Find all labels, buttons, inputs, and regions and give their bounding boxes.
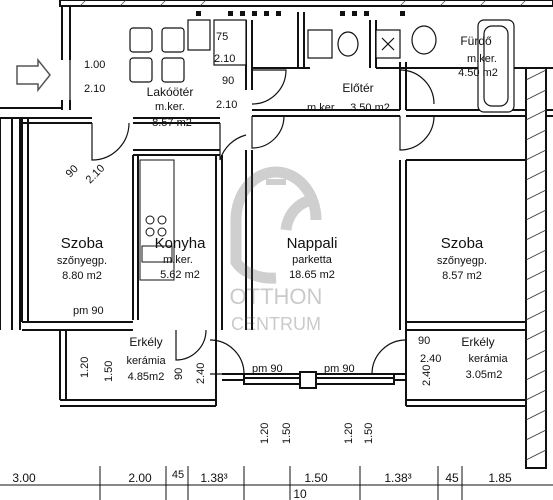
- room-area: 5.62 m2: [160, 269, 200, 281]
- door-mark: 2.10: [84, 162, 108, 186]
- door-mark: 75: [216, 31, 228, 43]
- room-konyha: Konyha m.ker. 5.62 m2: [155, 235, 207, 281]
- room-nappali: Nappali parketta 18.65 m2: [287, 235, 338, 281]
- room-name: Konyha: [155, 235, 207, 252]
- room-eloter: Előtér m.ker. 3.50 m2: [307, 81, 390, 114]
- room-lakoter: Lakóötér m.ker. 8.57 m2: [147, 85, 194, 129]
- window-mark: 1.20: [79, 357, 91, 378]
- room-name: Nappali: [287, 235, 338, 252]
- room-floor: m.ker.: [467, 53, 497, 65]
- door-mark: 2.10: [214, 53, 235, 65]
- door-swings: [69, 60, 435, 375]
- window-mark: pm 90: [324, 363, 355, 375]
- window-mark: pm 90: [252, 363, 283, 375]
- window-mark: pm 90: [73, 305, 104, 317]
- kitchen-fixtures: [129, 19, 247, 83]
- window-mark: 1.50: [103, 361, 115, 382]
- room-furdo: Fürdő m.ker. 4.50 m2: [458, 34, 498, 79]
- dimension: 1.85: [488, 471, 512, 485]
- window-mark: 2.40: [420, 353, 441, 365]
- watermark-line2: CENTRUM: [231, 314, 321, 334]
- watermark-line1: OTTHON: [230, 284, 323, 309]
- kitchen-counter: [139, 159, 175, 281]
- room-floor: kerámia: [468, 353, 508, 365]
- window-mark: 1.50: [363, 423, 375, 444]
- walls: [0, 0, 553, 469]
- dimension: 3.00: [12, 471, 36, 485]
- room-floor: szőnyegp.: [57, 255, 107, 267]
- room-floor: szőnyegp.: [437, 255, 487, 267]
- room-area: 8.80 m2: [62, 270, 102, 282]
- wall-hatch: [525, 69, 547, 461]
- door-mark: 90: [64, 163, 81, 180]
- room-floor: parketta: [292, 254, 333, 266]
- room-name: Szoba: [61, 235, 104, 252]
- room-area: 8.57 m2: [152, 117, 192, 129]
- room-erkely-right: Erkély kerámia 3.05m2: [461, 335, 508, 381]
- room-floor: kerámia: [126, 355, 166, 367]
- room-area: 3.50 m2: [350, 102, 390, 114]
- dimension-total: 10: [293, 487, 307, 500]
- window-mark: 2.40: [421, 365, 433, 386]
- dimension: 1.38³: [200, 471, 227, 485]
- room-name: Erkély: [129, 335, 162, 349]
- dimension: 45: [445, 471, 459, 485]
- room-szoba-right: Szoba szőnyegp. 8.57 m2: [437, 235, 487, 282]
- room-area: 8.57 m2: [442, 270, 482, 282]
- room-erkely-left: Erkély kerámia 4.85m2: [126, 335, 166, 383]
- watermark-logo: OTTHON CENTRUM: [230, 166, 323, 334]
- entry-door-height: 2.10: [84, 83, 105, 95]
- window-mark: 90: [418, 335, 430, 347]
- window-mark: 1.20: [259, 423, 271, 444]
- appliance-dots: [196, 11, 405, 16]
- window-mark: 1.20: [343, 423, 355, 444]
- room-name: Szoba: [441, 235, 484, 252]
- window-mark: 90: [173, 368, 185, 380]
- top-wall-hatch: [79, 0, 527, 7]
- entry-door-width: 1.00: [84, 59, 105, 71]
- door-mark: 90: [222, 75, 234, 87]
- dimension: 1.38³: [384, 471, 411, 485]
- room-name: Erkély: [461, 335, 494, 349]
- bath-fixtures: [307, 19, 515, 113]
- window-mark: 1.50: [281, 423, 293, 444]
- room-floor: m.ker.: [163, 254, 193, 266]
- dimension: 45: [172, 469, 184, 481]
- room-name: Előtér: [342, 81, 373, 95]
- dimension: 2.00: [128, 471, 152, 485]
- room-area: 4.50 m2: [458, 67, 498, 79]
- room-area: 18.65 m2: [289, 269, 335, 281]
- room-name: Lakóötér: [147, 85, 194, 99]
- door-mark: 2.10: [216, 99, 237, 111]
- room-area: 3.05m2: [466, 369, 503, 381]
- room-floor: m.ker.: [307, 102, 337, 114]
- dimension: 1.50: [304, 471, 328, 485]
- dimension-labels: 3.00 2.00 45 1.38³ 1.50 1.38³ 45 1.85 10: [12, 469, 512, 500]
- room-floor: m.ker.: [155, 101, 185, 113]
- dimension-line: [0, 466, 553, 500]
- room-szoba-left: Szoba szőnyegp. 8.80 m2: [57, 235, 107, 282]
- room-area: 4.85m2: [128, 371, 165, 383]
- entry-arrow-icon: [16, 57, 51, 93]
- window-marks: pm 90 pm 90 pm 90 1.20 1.50 90 2.40 1.20…: [73, 305, 441, 444]
- room-name: Fürdő: [460, 34, 492, 48]
- window-mark: 2.40: [195, 363, 207, 384]
